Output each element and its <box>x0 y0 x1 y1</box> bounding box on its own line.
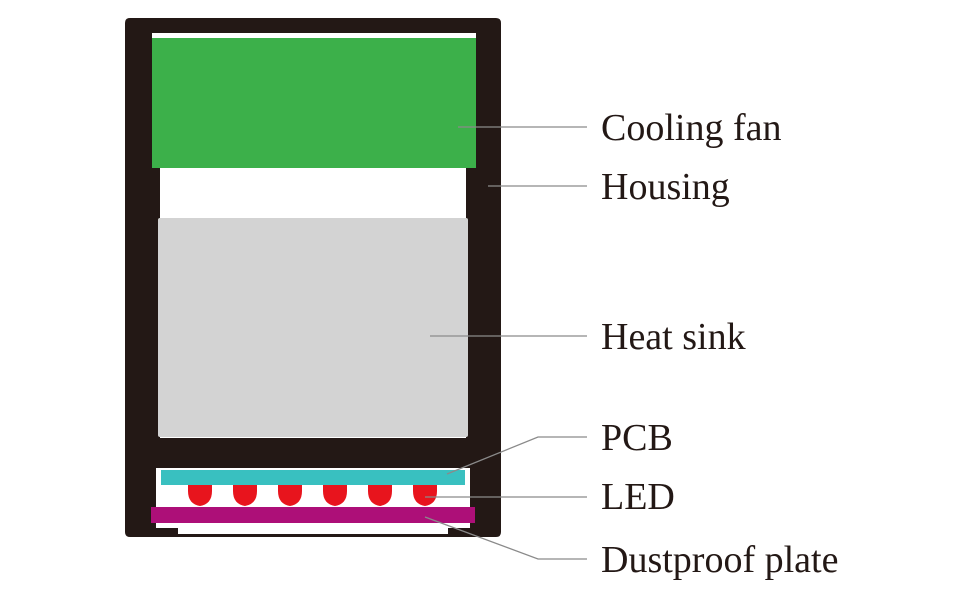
led-bulb <box>278 485 302 506</box>
led-bulb <box>188 485 212 506</box>
leader-line-pcb <box>446 436 587 475</box>
label-cooling-fan: Cooling fan <box>601 107 781 149</box>
led-bulb <box>323 485 347 506</box>
led-bulb <box>368 485 392 506</box>
label-led: LED <box>601 476 675 518</box>
label-housing: Housing <box>601 166 730 208</box>
housing-inner-shelf <box>156 438 470 468</box>
leader-lines <box>424 126 587 560</box>
led-bulb <box>233 485 257 506</box>
led-array <box>188 485 437 506</box>
dustproof-plate <box>151 507 475 523</box>
led-bulb <box>413 485 437 506</box>
housing-bottom-opening <box>178 528 448 534</box>
label-heat-sink: Heat sink <box>601 316 746 358</box>
leader-line-dustproof-plate <box>424 516 587 560</box>
pcb <box>161 470 465 485</box>
label-dustproof-plate: Dustproof plate <box>601 539 838 581</box>
labels: Cooling fan Housing Heat sink PCB LED Du… <box>601 107 838 581</box>
label-pcb: PCB <box>601 417 673 459</box>
cooling-fan <box>152 38 476 168</box>
heat-sink <box>158 218 468 437</box>
